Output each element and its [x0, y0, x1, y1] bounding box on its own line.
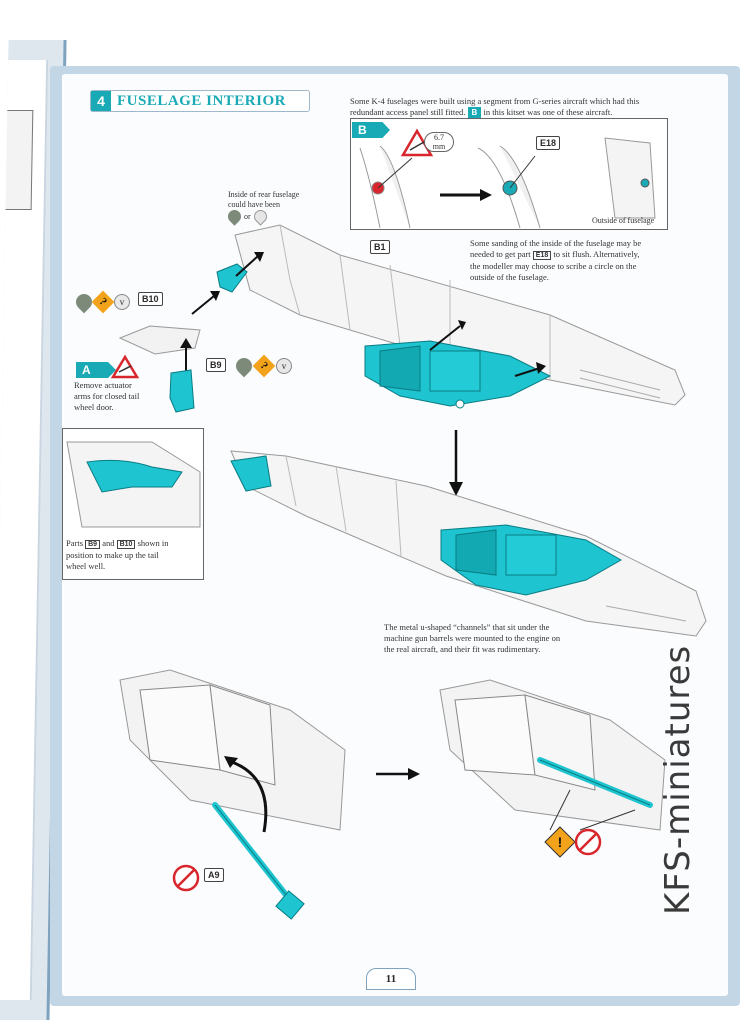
tailwheel-note: Parts B9 and B10 shown in position to ma… [66, 538, 202, 572]
inset-b-drawing [359, 137, 656, 229]
tailwheel-note-text-b: and [102, 538, 115, 548]
caution-no-glue-icons: ! [544, 826, 602, 858]
b9-paint-callout: ? v [232, 354, 316, 378]
cockpit-floor-assembly-upper [364, 340, 552, 409]
tailwheel-well-drawing [66, 441, 201, 528]
sanding-note-text-b: to sit flush. Alternatively, [553, 249, 640, 259]
part-a9-rod [212, 802, 305, 920]
step-number: 4 [91, 91, 111, 111]
part-label-b9: B9 [206, 358, 226, 372]
part-b10-small [216, 263, 248, 293]
tailwheel-note-part1: B9 [85, 540, 101, 549]
channels-note-line3: the real aircraft, and their fit was rud… [384, 644, 541, 654]
sanding-note-line1: Some sanding of the inside of the fusela… [470, 238, 642, 248]
no-glue-icon [172, 864, 200, 892]
sanding-note-part: E18 [532, 251, 552, 260]
part-e18-outside [640, 178, 650, 188]
access-panel-note: Some K-4 fuselages were built using a se… [350, 96, 690, 118]
arrow-b10-up [191, 291, 220, 315]
tailwheel-note-part2: B10 [116, 540, 136, 549]
part-label-b1: B1 [370, 240, 390, 254]
part-label-b10: B10 [138, 292, 163, 306]
tailwheel-note-line2: position to make up the tail [66, 550, 159, 560]
inset-b-flag: B [352, 122, 390, 138]
channels-note-line1: The metal u-shaped “channels” that sit u… [384, 622, 550, 632]
rear-fuselage-note-line2: could have been [228, 200, 280, 209]
sanding-note-line4: outside of the fuselage. [470, 272, 549, 282]
rear-fuselage-drawing [234, 224, 686, 406]
sanding-note: Some sanding of the inside of the fusela… [470, 238, 680, 283]
watermark-text: KFS-miniatures [658, 644, 698, 915]
unknown-paint-icon: ? [91, 290, 115, 314]
access-panel-note-text-b: in this kitset was one of these aircraft… [483, 107, 613, 117]
cockpit-floor-assembly-lower [440, 524, 623, 596]
part-b10-drawing [118, 325, 201, 355]
arrow-to-rear-fuselage [235, 252, 264, 277]
step-header: 4 FUSELAGE INTERIOR [90, 90, 310, 112]
part-label-a9: A9 [204, 868, 224, 882]
arrow-b9-up [180, 338, 192, 374]
access-panel-note-line2: redundant access panel still fitted. B i… [350, 107, 690, 118]
curved-arrow-a9 [224, 756, 268, 833]
channels-note: The metal u-shaped “channels” that sit u… [384, 622, 644, 655]
tailwheel-note-line3: wheel well. [66, 561, 106, 571]
cut-warning-icon [110, 354, 140, 379]
tailwheel-note-text-c: shown in [137, 538, 169, 548]
option-a-line2: arms for closed tail [74, 391, 140, 401]
option-a-line1: Remove actuator [74, 380, 132, 390]
option-b-badge: B [467, 107, 482, 118]
tailwheel-note-text-a: Parts [66, 538, 83, 548]
step-title: FUSELAGE INTERIOR [117, 92, 286, 109]
front-fuselage-left-drawing [119, 669, 346, 831]
unknown-paint-icon-b9: ? [252, 354, 276, 378]
watermark: KFS-miniatures [630, 645, 744, 915]
sanding-note-text-a: needed to get part [470, 249, 531, 259]
access-panel-note-line1: Some K-4 fuselages were built using a se… [350, 96, 640, 106]
rear-fuselage-note: Inside of rear fuselage could have been … [225, 190, 328, 226]
assembly-arrows-upper [429, 320, 546, 377]
rear-fuselage-paint-options: or [225, 207, 328, 226]
sanding-note-line2: needed to get part E18 to sit flush. Alt… [470, 249, 680, 261]
page-number: 11 [366, 968, 416, 990]
svg-text:!: ! [558, 834, 563, 850]
access-panel-note-text-a: redundant access panel still fitted. [350, 107, 466, 117]
previous-page-figure [5, 110, 34, 210]
paint-v-drop-icon: v [114, 294, 130, 310]
arrow-right-lower [376, 768, 420, 780]
arrow-down-main [449, 430, 463, 496]
b10-paint-callout: ? v [72, 290, 166, 314]
rear-fuselage-or: or [244, 211, 251, 221]
front-fuselage-right-drawing [439, 679, 666, 831]
option-a-flag: A [76, 362, 116, 378]
option-a-note: Remove actuator arms for closed tail whe… [74, 380, 174, 413]
part-b9-drawing [169, 369, 195, 413]
sanding-note-line3: the modeller may choose to scribe a circ… [470, 261, 637, 271]
tailwheel-note-line1: Parts B9 and B10 shown in [66, 538, 202, 550]
previous-page-inner [0, 60, 49, 1000]
channels-note-line2: machine gun barrels were mounted to the … [384, 633, 561, 643]
option-a-line3: wheel door. [74, 402, 114, 412]
drill-size-label: 6.7 mm [424, 132, 454, 152]
part-label-e18: E18 [536, 136, 561, 150]
paint-v-drop-icon-b9: v [276, 358, 292, 374]
outside-fuselage-caption: Outside of fuselage [592, 216, 655, 225]
rear-fuselage-note-line1: Inside of rear fuselage [228, 190, 300, 199]
